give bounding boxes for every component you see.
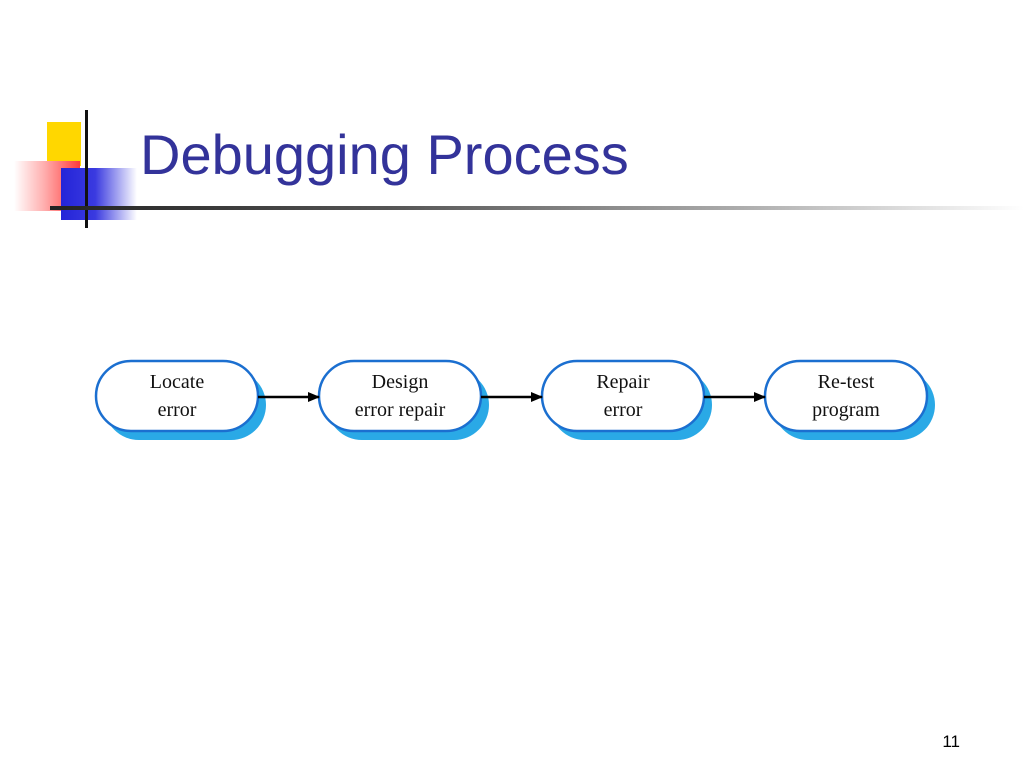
logo-blue-square (61, 168, 137, 220)
node-label-line2: program (812, 399, 880, 421)
process-node-repair: Repair error (540, 359, 712, 440)
logo-vertical-line (85, 110, 88, 228)
slide-number: 11 (942, 732, 960, 751)
node-label-line1: Re-test (818, 371, 875, 393)
logo-yellow-square (47, 122, 81, 166)
process-node-locate: Locate error (94, 359, 266, 440)
title-underline (50, 206, 1024, 210)
node-label-line1: Locate (150, 371, 205, 393)
node-label-line2: error (158, 399, 197, 421)
slide-title: Debugging Process (140, 123, 629, 186)
node-label-line1: Repair (596, 371, 650, 393)
process-node-re-test: Re-test program (763, 359, 935, 440)
process-node-design: Design error repair (317, 359, 489, 440)
node-label-line1: Design (372, 371, 429, 393)
node-label-line2: error repair (355, 399, 446, 421)
decorative-logo (0, 0, 160, 240)
node-label-line2: error (604, 399, 643, 421)
